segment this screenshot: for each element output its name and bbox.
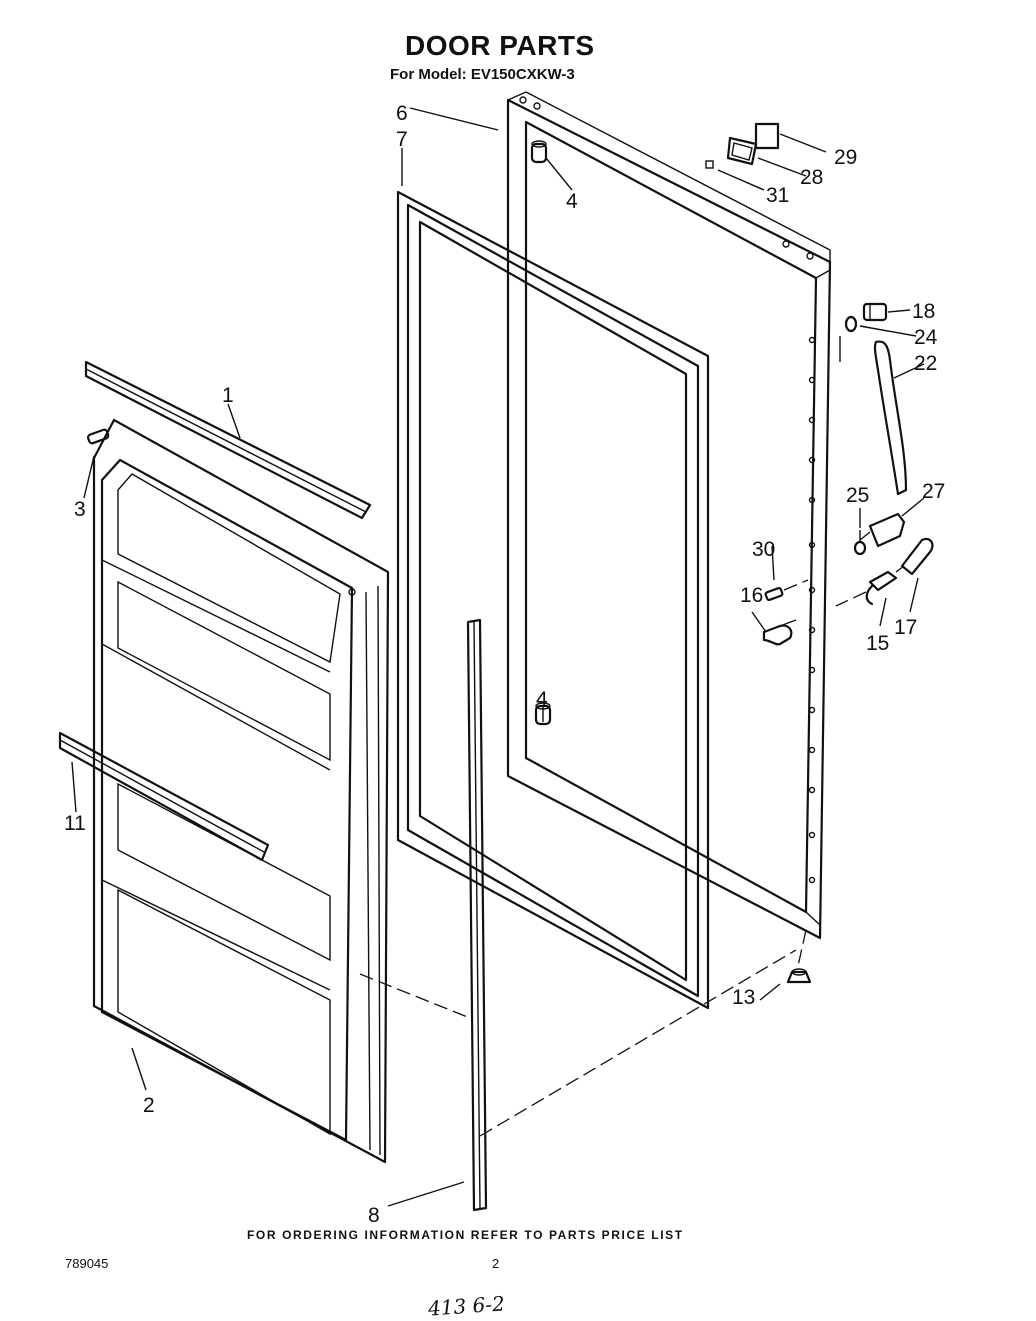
lock-assembly-27 <box>859 512 906 548</box>
callout-4-lower: 4 <box>536 688 548 711</box>
screw-30 <box>764 579 809 602</box>
callout-28: 28 <box>800 166 823 189</box>
handle-22 <box>873 340 908 496</box>
callout-1: 1 <box>222 384 234 407</box>
leader-lines <box>71 107 925 1207</box>
strike-16 <box>762 619 797 646</box>
key-17 <box>895 537 934 576</box>
callout-22: 22 <box>914 352 937 375</box>
document-number: 789045 <box>65 1256 109 1271</box>
callout-24: 24 <box>914 326 938 349</box>
callout-30: 30 <box>752 538 775 561</box>
callout-25: 25 <box>846 484 869 507</box>
clip-31 <box>705 160 714 169</box>
callout-13: 13 <box>732 986 755 1009</box>
callout-16: 16 <box>740 584 763 607</box>
callout-17: 17 <box>894 616 917 639</box>
page-title: DOOR PARTS <box>405 30 595 61</box>
label-29 <box>754 122 780 150</box>
screw-25 <box>853 530 867 556</box>
breaker-strip <box>466 618 488 1212</box>
outer-door-panel <box>506 91 832 940</box>
shelf-bar <box>58 731 270 862</box>
model-line: For Model: EV150CXKW-3 <box>390 66 575 83</box>
ordering-note: FOR ORDERING INFORMATION REFER TO PARTS … <box>247 1228 684 1242</box>
callout-labels: 1 2 3 4 4 6 7 8 11 13 15 16 17 18 22 24 … <box>64 102 945 1227</box>
callout-15: 15 <box>866 632 889 655</box>
callout-29: 29 <box>834 146 857 169</box>
callout-6: 6 <box>396 102 408 125</box>
nameplate-28 <box>726 136 758 166</box>
door-gasket <box>396 190 710 1010</box>
callout-27: 27 <box>922 480 945 503</box>
assembly-lines <box>359 929 807 1137</box>
callout-4-upper: 4 <box>566 190 578 213</box>
washer-24 <box>839 315 858 362</box>
callout-11: 11 <box>64 812 86 835</box>
page-number: 2 <box>492 1256 500 1271</box>
lock-cylinder-15 <box>835 570 898 607</box>
callout-2: 2 <box>143 1094 155 1117</box>
callout-7: 7 <box>396 128 408 151</box>
plug-button-18 <box>862 302 888 322</box>
inner-door-liner <box>92 418 390 1164</box>
hinge-bushing <box>786 968 812 984</box>
callout-8: 8 <box>368 1204 380 1227</box>
door-stop-upper <box>530 140 548 164</box>
callout-31: 31 <box>766 184 789 207</box>
callout-18: 18 <box>912 300 935 323</box>
panel-holes <box>808 336 816 884</box>
callout-3: 3 <box>74 498 86 521</box>
door-trim-strip <box>84 360 372 520</box>
screw-3 <box>86 428 110 445</box>
